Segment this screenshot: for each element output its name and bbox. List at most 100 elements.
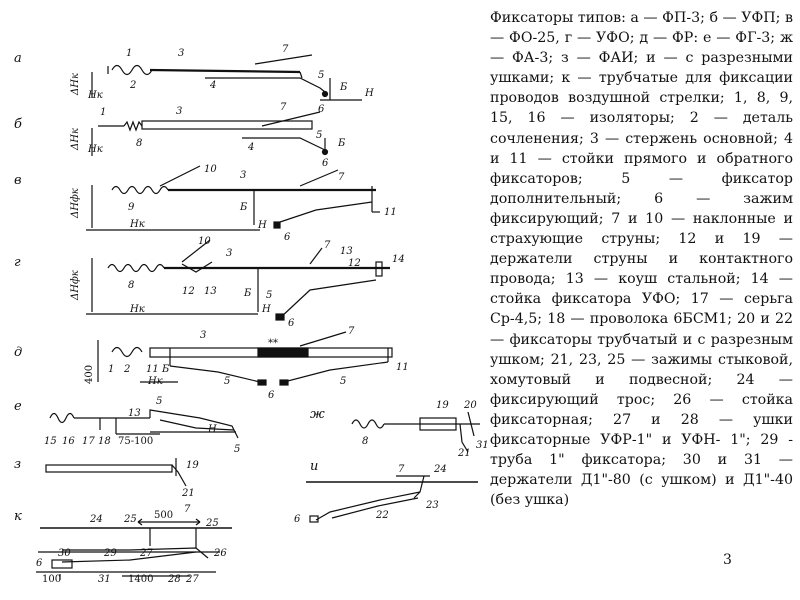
figure-letter: а [14, 51, 22, 66]
num: 5 [318, 70, 324, 81]
figure-letter: и [310, 459, 318, 474]
num: 7 [398, 464, 405, 475]
h-label: Hк [87, 90, 103, 101]
num: 5 [224, 376, 230, 387]
figure-a: а ΔHк Hк 1 3 7 2 4 5 6 Б H [14, 44, 374, 115]
figure-k: к 24 25 7 25 30 29 27 26 6 100 31 1400 2… [14, 504, 232, 585]
num: 20 [463, 400, 477, 411]
num: 23 [425, 500, 439, 511]
num: 14 [392, 254, 405, 265]
figure-z: з 19 21 [14, 457, 199, 499]
num: 2 [129, 80, 136, 91]
num: 5 [340, 376, 346, 387]
h-right: H [257, 220, 267, 231]
num: 6 [268, 390, 275, 401]
num: 19 [186, 460, 199, 471]
fixator-figure: а ΔHк Hк 1 3 7 2 4 5 6 Б H б ΔHк Hк 1 [14, 44, 489, 585]
num: 7 [282, 44, 289, 55]
figure-i: и 7 24 6 23 22 [294, 459, 478, 525]
num: 5 [156, 396, 162, 407]
figure-e: е 15 16 17 18 13 5 5 75-100 H [14, 396, 240, 455]
num: 12 [182, 286, 195, 297]
num: 8 [136, 138, 142, 149]
h-right: H [261, 304, 271, 315]
h-label: Hк [147, 376, 163, 387]
num: 19 [436, 400, 449, 411]
num: 7 [338, 172, 345, 183]
num: 6 [318, 104, 325, 115]
num: 31 [98, 574, 111, 585]
num: 26 [213, 548, 227, 559]
figure-letter: в [14, 173, 22, 188]
figure-v: в ΔHфк Hк 10 3 7 9 11 6 Б H [14, 164, 397, 243]
num: 6 [322, 158, 329, 169]
num: 29 [103, 548, 117, 559]
figure-letter: з [14, 457, 21, 472]
num: 24 [433, 464, 447, 475]
num: 4 [209, 80, 216, 91]
num: 11 [146, 364, 159, 375]
num: 25 [205, 518, 219, 529]
num: 21 [181, 488, 195, 499]
figure-b: б ΔHк Hк 1 3 7 8 4 5 6 Б [14, 102, 346, 169]
dim-b: Б [161, 364, 170, 375]
num: 7 [184, 504, 191, 515]
num: 6 [288, 318, 295, 329]
h-right: H [364, 88, 374, 99]
num: 21 [457, 448, 471, 459]
num: 1 [108, 364, 114, 375]
dim-b: Б [239, 202, 248, 213]
num: 5 [316, 130, 322, 141]
figure-g: г ΔHфк Hк 10 3 7 13 14 12 8 12 13 5 6 Б … [14, 236, 405, 329]
num: 7 [280, 102, 287, 113]
figure-caption: Фиксаторы типов: а — ФП-3; б — УФП; в — … [490, 10, 793, 509]
dim-label: ΔHк [70, 128, 81, 151]
mark: ** [268, 338, 278, 349]
num: 5 [234, 444, 240, 455]
dim-label: ΔHфк [70, 270, 81, 301]
dim-label: ΔHк [70, 73, 81, 96]
num: 18 [98, 436, 111, 447]
dim-b: Б [337, 138, 346, 149]
num: 6 [36, 558, 43, 569]
num: 27 [185, 574, 199, 585]
num: 24 [89, 514, 103, 525]
num: 11 [396, 362, 409, 373]
num: 12 [348, 258, 361, 269]
num: 3 [200, 330, 206, 341]
h-right: H [207, 424, 217, 435]
dim-label: ΔHфк [70, 188, 81, 219]
num: 16 [62, 436, 75, 447]
h-label: Hк [129, 304, 145, 315]
num: 1 [126, 48, 132, 59]
num: 6 [294, 514, 301, 525]
num: 10 [204, 164, 217, 175]
figure-letter: ж [310, 407, 325, 422]
num: 15 [44, 436, 57, 447]
h-label: Hк [129, 219, 145, 230]
num: 3 [176, 106, 182, 117]
num: 13 [128, 408, 141, 419]
figure-zh: ж 19 20 8 21 31 [310, 400, 489, 459]
num: 17 [82, 436, 95, 447]
num: 7 [324, 240, 331, 251]
num: 25 [123, 514, 137, 525]
figure-letter: г [14, 255, 21, 270]
num: 27 [139, 548, 153, 559]
figure-letter: б [14, 117, 22, 132]
num: 5 [266, 290, 272, 301]
num: 100 [42, 574, 61, 585]
num: 3 [226, 248, 232, 259]
num: 3 [178, 48, 184, 59]
dim-b: Б [339, 82, 348, 93]
figure-d: д 400 Hк 3 1 2 11 7 5 5 11 6 Б ** [14, 326, 409, 401]
num: 8 [362, 436, 368, 447]
figure-letter: к [14, 509, 22, 524]
num: 31 [476, 440, 489, 451]
num: 9 [128, 202, 135, 213]
num: 13 [204, 286, 217, 297]
num: 1 [100, 107, 106, 118]
num: 30 [58, 548, 71, 559]
num: 6 [284, 232, 291, 243]
dim-b: Б [243, 288, 252, 299]
